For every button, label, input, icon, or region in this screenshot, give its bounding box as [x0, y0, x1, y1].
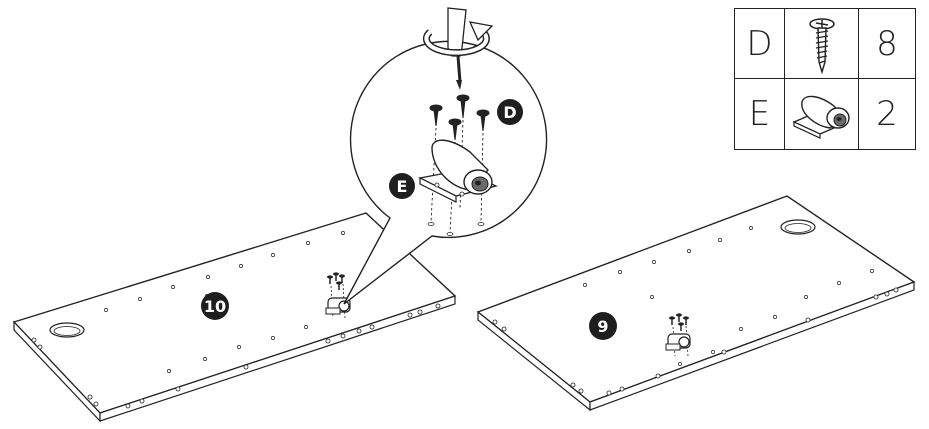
part-quantity: 8 — [859, 9, 915, 79]
part-letter: D — [735, 9, 785, 79]
callout-label-e: E — [389, 173, 415, 199]
screwdriver-icon — [447, 7, 467, 90]
panel-10: 10 — [12, 212, 457, 423]
svg-text:10: 10 — [204, 297, 226, 316]
panel-number-badge: 9 — [589, 312, 617, 340]
magnified-callout: D E — [343, 7, 548, 305]
svg-text:E: E — [397, 177, 408, 196]
parts-table: D 8 E 2 — [734, 8, 916, 150]
part-quantity: 2 — [876, 94, 898, 134]
screw-d-group — [429, 94, 490, 141]
panel-number-badge: 10 — [201, 292, 229, 320]
part-letter: E — [735, 79, 785, 149]
push-latch-icon — [785, 79, 859, 149]
rotation-arrow-icon — [422, 21, 494, 57]
panel-9: 9 — [476, 195, 916, 412]
grommet-hole — [780, 219, 816, 235]
push-latch-large — [417, 139, 498, 203]
callout-label-d: D — [497, 99, 523, 125]
grommet-hole — [49, 322, 85, 338]
latch-assembly-small — [665, 312, 691, 357]
screw-icon — [785, 9, 859, 79]
svg-text:D: D — [503, 103, 516, 122]
svg-text:9: 9 — [597, 317, 608, 336]
latch-assembly-small — [325, 271, 351, 319]
